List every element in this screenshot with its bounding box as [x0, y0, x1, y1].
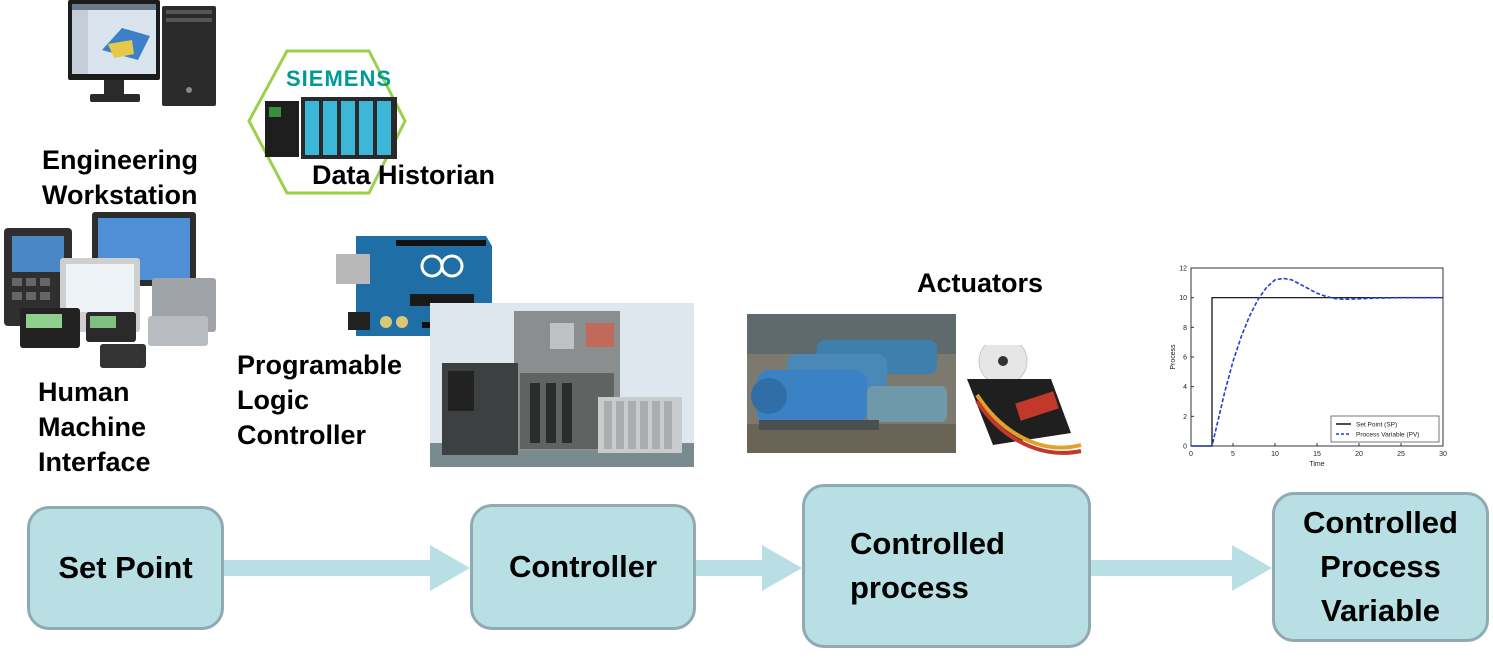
- controlled-process-variable-box: Controlled Process Variable: [1272, 492, 1489, 642]
- y-tick-label: 0: [1183, 444, 1187, 451]
- hmi-panels-image: [4, 212, 216, 368]
- arrow-controller-to-process: [696, 545, 802, 591]
- plc-hardware-image: [430, 303, 694, 467]
- y-tick-label: 4: [1183, 384, 1187, 391]
- x-tick-label: 20: [1355, 451, 1363, 458]
- siemens-logo: SIEMENS: [286, 66, 393, 91]
- legend-label-1: Set Point (SP): [1356, 422, 1397, 429]
- y-axis-label: Process: [1170, 344, 1177, 370]
- set-point-box: Set Point: [27, 506, 224, 630]
- data-historian-label: Data Historian: [312, 160, 496, 190]
- arrow-process-to-variable: [1091, 545, 1272, 591]
- legend-label-2: Process Variable (PV): [1356, 432, 1419, 439]
- y-tick-label: 6: [1183, 355, 1187, 362]
- servo-motor-image: [967, 345, 1082, 455]
- controlled-process-variable-label: Controlled Process Variable: [1303, 505, 1458, 628]
- series-line-2: [1191, 277, 1443, 447]
- y-tick-label: 12: [1179, 266, 1187, 273]
- y-tick-label: 2: [1183, 414, 1187, 421]
- x-tick-label: 5: [1231, 451, 1235, 458]
- x-tick-label: 15: [1313, 451, 1321, 458]
- x-tick-label: 0: [1189, 451, 1193, 458]
- legend-box: [1330, 415, 1440, 443]
- x-tick-label: 25: [1397, 451, 1405, 458]
- x-tick-label: 10: [1271, 451, 1279, 458]
- engineering-workstation-image: [68, 0, 216, 106]
- y-tick-label: 10: [1179, 295, 1187, 302]
- set-point-label: Set Point: [58, 550, 193, 585]
- controlled-process-label: Controlled process: [850, 526, 1005, 605]
- plc-label: Programable Logic Controller: [237, 350, 403, 450]
- y-tick-label: 8: [1183, 325, 1187, 332]
- arrow-setpoint-to-controller: [224, 545, 470, 591]
- controller-box: Controller: [470, 504, 696, 630]
- siemens-historian-image: [247, 49, 407, 195]
- hmi-label: Human Machine Interface: [38, 377, 151, 477]
- controller-label: Controller: [508, 549, 658, 584]
- controlled-process-box: Controlled process: [802, 484, 1091, 648]
- actuators-label: Actuators: [917, 268, 1044, 298]
- electric-motors-image: [747, 314, 956, 453]
- engineering-workstation-label: Engineering Workstation: [42, 145, 199, 210]
- x-tick-label: 30: [1439, 451, 1447, 458]
- x-axis-label: Time: [1309, 461, 1324, 468]
- series-line-1: [1191, 297, 1443, 447]
